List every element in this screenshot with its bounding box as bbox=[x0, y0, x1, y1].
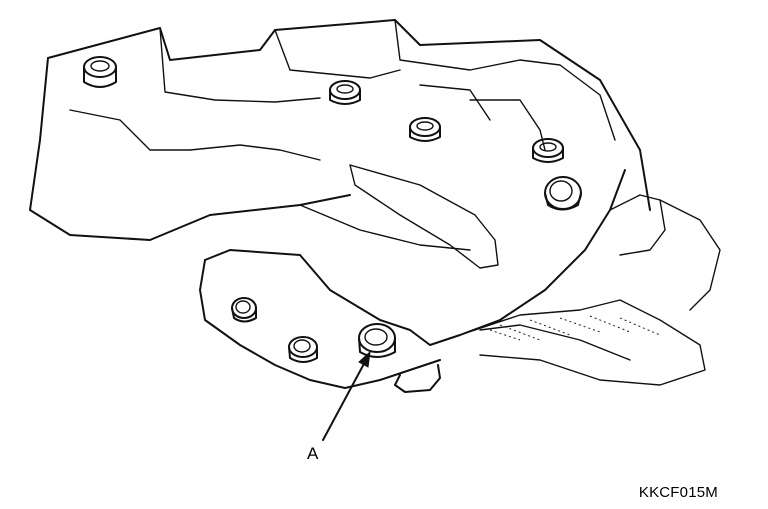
bolt-top-right bbox=[532, 138, 564, 163]
bolt-top-left bbox=[83, 56, 117, 88]
callout-a-leader bbox=[322, 350, 371, 441]
figure-code: KKCF015M bbox=[638, 484, 718, 501]
callout-a-label: A bbox=[307, 444, 319, 463]
bolt-right-side bbox=[544, 176, 582, 211]
bolt-top-center-1 bbox=[329, 80, 361, 105]
bolt-lower-left bbox=[231, 297, 257, 323]
bolt-lower-center bbox=[288, 336, 318, 363]
bolt-top-center-2 bbox=[409, 117, 441, 142]
engine-block-outline bbox=[29, 19, 651, 251]
drain-plug-a bbox=[358, 323, 396, 358]
oil-pan-outline bbox=[199, 164, 721, 393]
